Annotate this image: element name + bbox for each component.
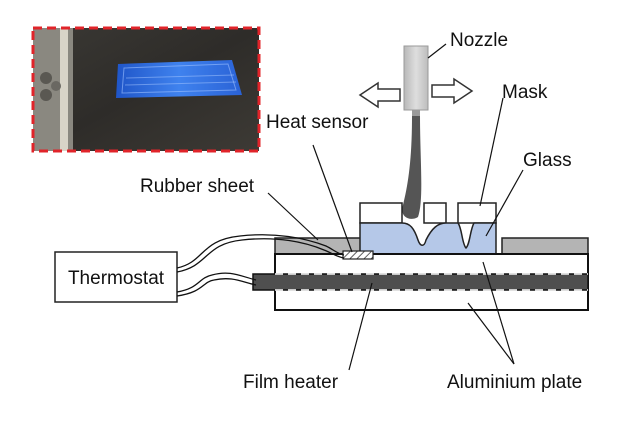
glass-substrate: [359, 222, 497, 255]
nozzle-label: Nozzle: [450, 30, 508, 51]
heat-sensor-label: Heat sensor: [266, 112, 369, 133]
arrow-right-icon: [431, 77, 474, 105]
photo-blue-sample: [116, 60, 242, 98]
heat-sensor: [342, 250, 374, 260]
photo-screw-icon: [40, 72, 52, 84]
arrow-left-icon: [358, 81, 401, 109]
rubber-sheet-right: [501, 237, 589, 255]
thermostat-box: [54, 251, 178, 303]
mask-left: [359, 202, 403, 224]
photo-border: [31, 26, 261, 153]
glass-label: Glass: [523, 150, 572, 171]
leader-lines: [267, 43, 524, 371]
nozzle-assembly: [358, 45, 474, 219]
photo-screw-icon: [40, 89, 52, 101]
sensor-wires: [176, 234, 345, 297]
mask-right: [457, 202, 497, 224]
mask-middle-left: [423, 202, 447, 224]
film-heater-label: Film heater: [243, 372, 339, 393]
aluminium-plate-label: Aluminium plate: [447, 372, 582, 393]
photo-inset: [31, 26, 261, 153]
mask-label: Mask: [502, 82, 548, 103]
thermostat-label: Thermostat: [68, 268, 165, 289]
rubber-sheet-label: Rubber sheet: [140, 176, 255, 197]
nozzle-body: [403, 45, 429, 111]
film-heater: [252, 273, 589, 291]
spray-plume: [402, 116, 422, 219]
